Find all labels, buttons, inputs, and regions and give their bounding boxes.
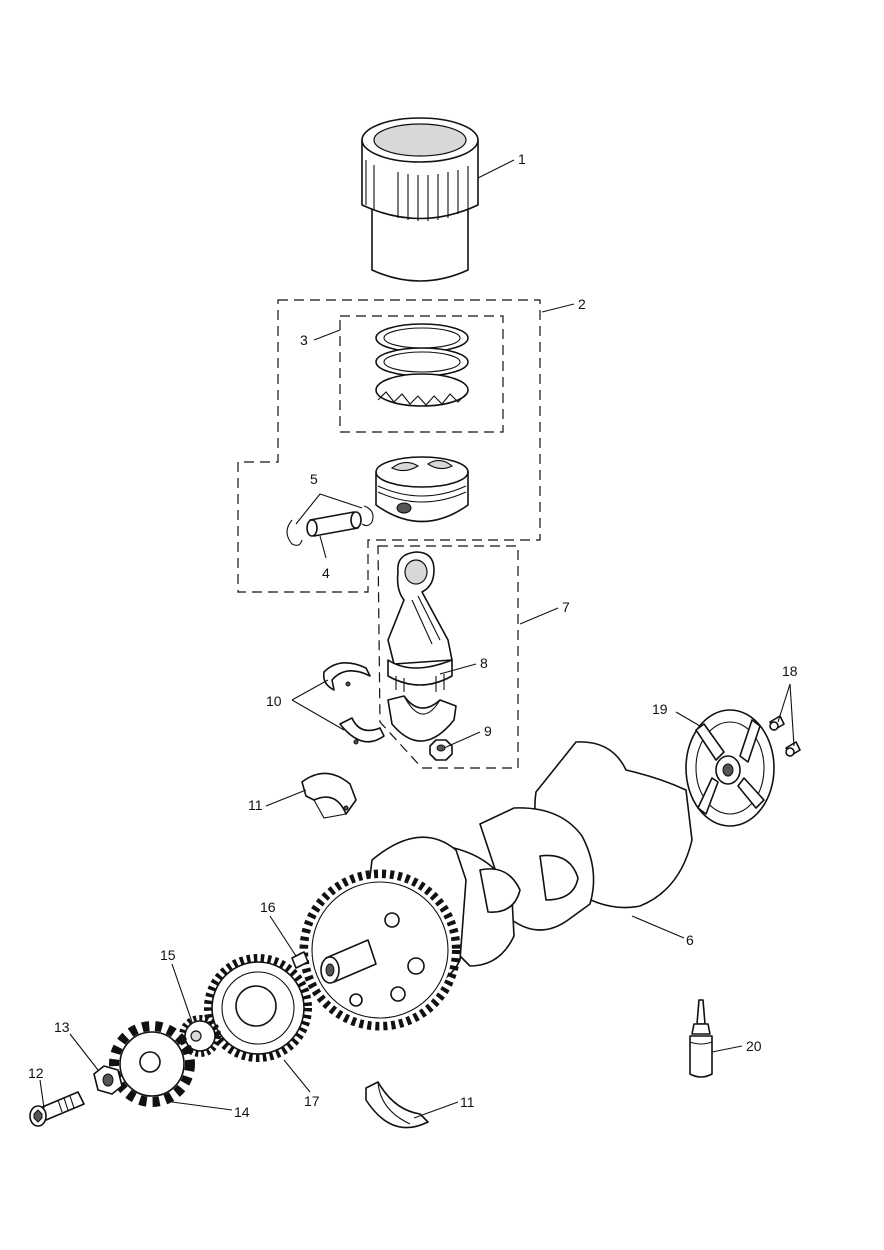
piston-kit-dashed-outline <box>237 299 541 593</box>
callout-11-lower: 11 <box>460 1094 475 1110</box>
callout-13: 13 <box>54 1019 70 1035</box>
callout-17: 17 <box>304 1093 320 1109</box>
callout-labels: 1 2 3 5 4 7 8 9 10 11 6 19 18 16 15 13 1… <box>28 151 798 1120</box>
cylinder-liner[interactable] <box>361 117 479 282</box>
callout-6: 6 <box>686 932 694 948</box>
connecting-rod[interactable] <box>387 551 453 692</box>
leader-lines <box>39 159 795 1119</box>
flywheel-screws[interactable] <box>769 715 801 757</box>
piston-rings[interactable] <box>375 323 469 407</box>
callout-16: 16 <box>260 899 276 915</box>
circlips[interactable] <box>286 505 374 546</box>
crankshaft[interactable] <box>299 741 693 1031</box>
callout-12: 12 <box>28 1065 44 1081</box>
callout-8: 8 <box>480 655 488 671</box>
callout-10: 10 <box>266 693 282 709</box>
callout-11-upper: 11 <box>248 797 263 813</box>
ring-set-dashed-outline <box>339 315 504 433</box>
callout-15: 15 <box>160 947 176 963</box>
callout-14: 14 <box>234 1104 250 1120</box>
callout-3: 3 <box>300 332 308 348</box>
callout-18: 18 <box>782 663 798 679</box>
main-bearing-shell-upper[interactable] <box>301 772 357 819</box>
callout-2: 2 <box>578 296 586 312</box>
callout-4: 4 <box>322 565 330 581</box>
conrod-dashed-outline <box>377 545 519 769</box>
callout-5: 5 <box>310 471 318 487</box>
callout-7: 7 <box>562 599 570 615</box>
conrod-cap[interactable] <box>387 695 457 742</box>
crank-gear-teeth <box>299 869 461 1031</box>
main-bearing-shell-lower[interactable] <box>365 1081 429 1129</box>
conrod-nut[interactable] <box>429 739 453 761</box>
primary-drive-gear[interactable] <box>204 954 312 1062</box>
callout-1: 1 <box>518 151 526 167</box>
callout-19: 19 <box>652 701 668 717</box>
piston[interactable] <box>375 456 469 523</box>
trigger-wheel[interactable] <box>109 1021 195 1107</box>
callout-20: 20 <box>746 1038 762 1054</box>
sealant-bottle[interactable] <box>689 999 713 1078</box>
callout-9: 9 <box>484 723 492 739</box>
crankshaft-nut[interactable] <box>93 1065 123 1095</box>
flywheel-hub[interactable] <box>685 709 775 827</box>
big-end-bearing-shells[interactable] <box>322 662 385 745</box>
gudgeon-pin[interactable] <box>306 511 362 537</box>
crankshaft-bolt[interactable] <box>29 1091 85 1127</box>
